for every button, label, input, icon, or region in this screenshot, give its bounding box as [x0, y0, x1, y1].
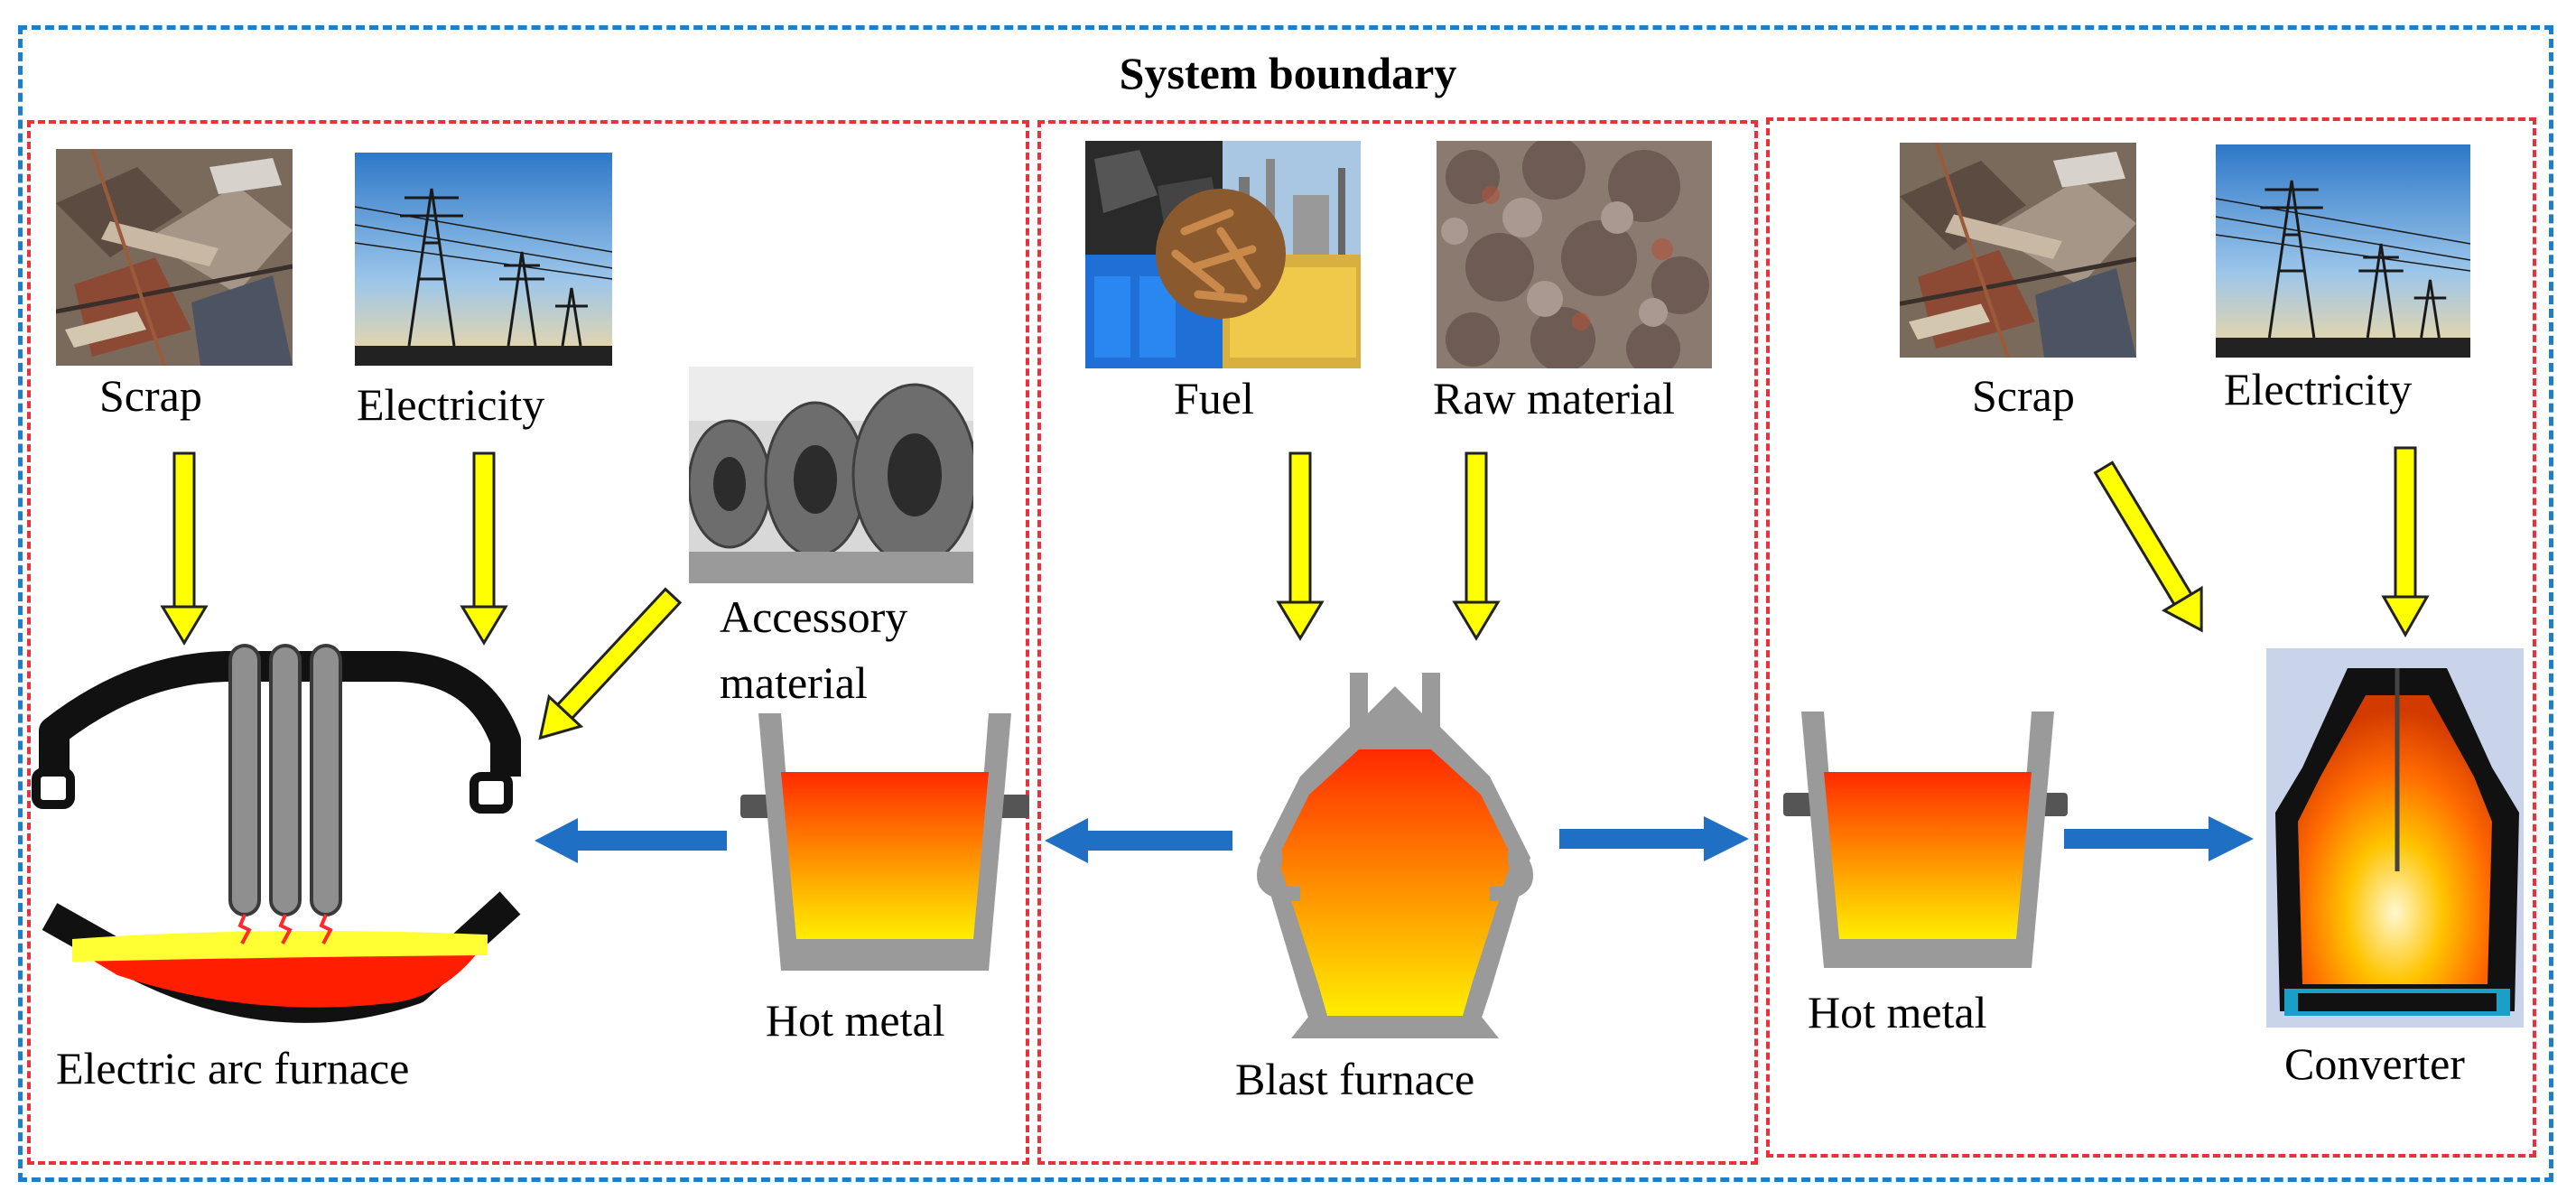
- converter-label: Converter: [2284, 1038, 2465, 1089]
- eaf-scrap-label: Scrap: [99, 370, 202, 421]
- bof-hot-metal-label: Hot metal: [1808, 987, 1987, 1037]
- graphite-electrode-photo: [689, 367, 973, 583]
- bof-scrap-label: Scrap: [1972, 370, 2075, 421]
- power-tower-photo-right: [2216, 144, 2470, 358]
- input-arrow-electricity-eaf: [460, 451, 508, 646]
- ladle-icon-left: [740, 713, 1029, 971]
- accessory-material-label-line2: material: [720, 657, 868, 708]
- fuel-collage-photo: [1085, 141, 1361, 368]
- eaf-electricity-label: Electricity: [357, 379, 545, 430]
- converter-icon: [2266, 648, 2524, 1028]
- input-arrow-scrap-bof: [2093, 460, 2203, 633]
- blast-furnace-icon: [1256, 673, 1534, 1038]
- input-arrow-scrap-eaf: [160, 451, 209, 646]
- input-arrow-electricity-bof: [2381, 446, 2430, 638]
- system-boundary-frame: [18, 25, 2553, 1182]
- flow-arrow-ladle-to-eaf: [535, 818, 727, 863]
- eaf-hot-metal-label: Hot metal: [766, 995, 945, 1046]
- power-tower-photo: [355, 153, 612, 366]
- flow-arrow-bf-to-ladle-left: [1045, 818, 1232, 863]
- input-arrow-accessory-eaf: [538, 587, 683, 740]
- input-arrow-raw-material-bf: [1452, 451, 1501, 641]
- bof-section-frame: [1766, 117, 2536, 1158]
- flow-arrow-bf-to-ladle-right: [1559, 816, 1749, 861]
- flow-arrow-ladle-to-converter: [2064, 816, 2254, 861]
- scrap-photo-right: [1900, 143, 2136, 358]
- system-boundary-title: System boundary: [1119, 48, 1457, 98]
- blast-furnace-label: Blast furnace: [1235, 1054, 1475, 1104]
- ladle-icon-right: [1783, 712, 2068, 968]
- raw-material-label: Raw material: [1433, 373, 1675, 423]
- eaf-section-frame: [27, 120, 1029, 1165]
- eaf-icon: [32, 644, 521, 1023]
- accessory-material-label-line1: Accessory: [720, 591, 908, 642]
- iron-ore-photo: [1437, 141, 1712, 368]
- electric-arc-furnace-label: Electric arc furnace: [56, 1043, 410, 1093]
- bof-electricity-label: Electricity: [2224, 364, 2413, 414]
- bf-section-frame: [1037, 120, 1758, 1165]
- scrap-photo: [56, 149, 293, 366]
- fuel-label: Fuel: [1174, 373, 1254, 423]
- input-arrow-fuel-bf: [1276, 451, 1325, 641]
